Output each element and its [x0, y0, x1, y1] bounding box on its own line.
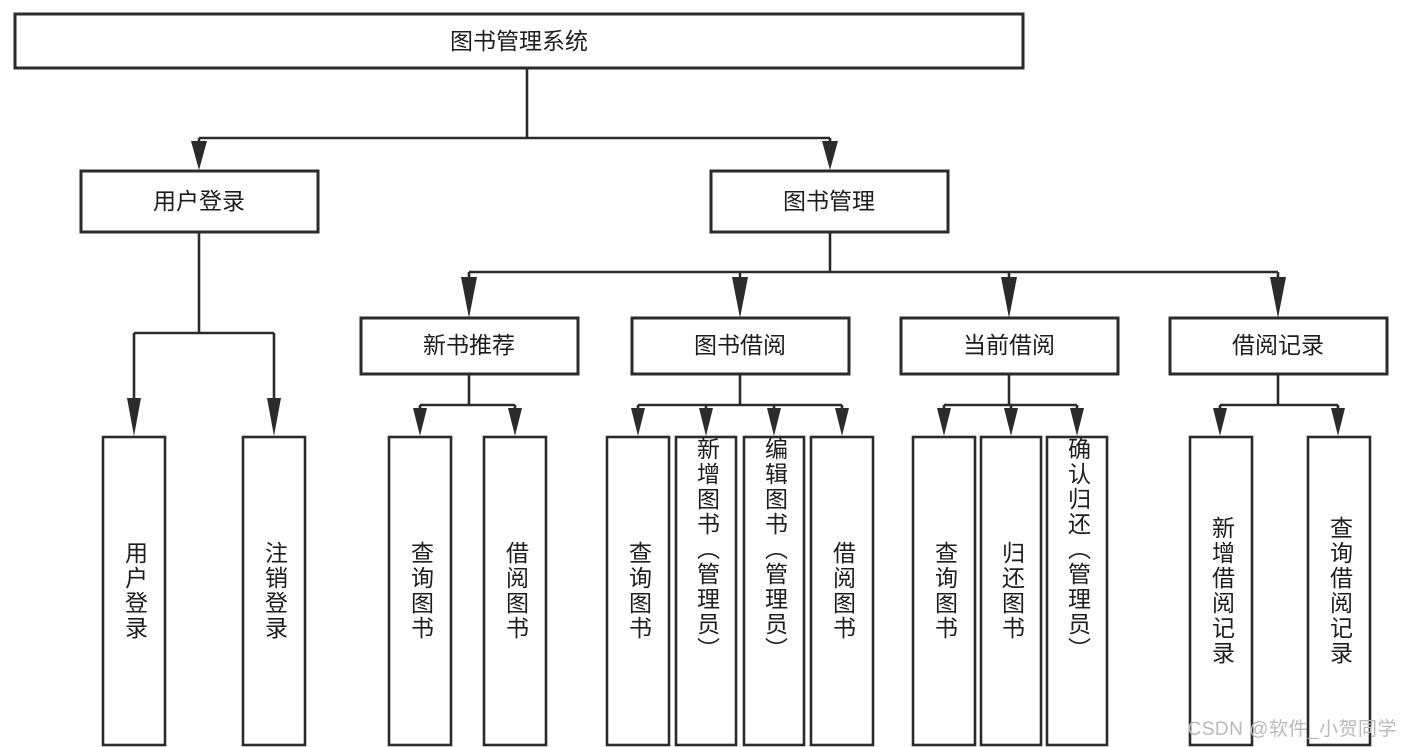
node-book-borrow[interactable] — [630, 316, 851, 376]
leaf-box-cb-return-book[interactable] — [979, 435, 1043, 747]
arrowhead-bookborrow-leaf2 — [699, 408, 713, 436]
watermark-text: CSDN @软件_小贺同学 — [1187, 719, 1397, 740]
leaf-box-bb-add-book[interactable] — [674, 435, 738, 747]
arrowhead-new-book — [461, 277, 477, 318]
node-current-borrow-label: 当前借阅 — [963, 332, 1055, 358]
node-root-label: 图书管理系统 — [450, 28, 588, 54]
leaf-box-bb-query-book[interactable] — [605, 435, 671, 747]
arrowhead-borrowrecord-leaf2 — [1331, 408, 1345, 436]
leaf-box-br-query-record[interactable] — [1306, 435, 1372, 747]
arrowhead-currentborrow-leaf3 — [1070, 408, 1084, 436]
arrowhead-borrow-record — [1270, 277, 1286, 318]
node-book-manage[interactable] — [709, 169, 950, 234]
arrowhead-leaf-logout — [267, 398, 281, 436]
arrowhead-bookborrow-leaf1 — [631, 408, 645, 436]
node-new-book-recommend-label: 新书推荐 — [423, 332, 515, 358]
arrowhead-user-login — [191, 141, 207, 170]
leaf-box-cb-confirm-return[interactable] — [1045, 435, 1109, 747]
arrowhead-currentborrow-leaf1 — [937, 408, 951, 436]
arrowhead-book-borrow — [732, 277, 748, 318]
leaf-box-bb-borrow-book[interactable] — [809, 435, 875, 747]
node-user-login-label: 用户登录 — [153, 188, 245, 214]
leaf-box-nb-query-book[interactable] — [387, 435, 453, 747]
leaf-box-br-add-record[interactable] — [1188, 435, 1254, 747]
node-book-borrow-label: 图书借阅 — [694, 332, 786, 358]
node-borrow-record-label: 借阅记录 — [1232, 332, 1324, 358]
node-new-book-recommend[interactable] — [359, 316, 580, 376]
leaf-box-cb-query-book[interactable] — [911, 435, 977, 747]
node-borrow-record[interactable] — [1168, 316, 1389, 376]
arrowhead-bookborrow-leaf4 — [835, 408, 849, 436]
node-current-borrow[interactable] — [899, 316, 1120, 376]
leaf-box-user-login[interactable] — [101, 435, 167, 747]
arrowhead-currentborrow-leaf2 — [1004, 408, 1018, 436]
leaf-box-nb-borrow-book[interactable] — [482, 435, 548, 747]
leaf-box-bb-edit-book[interactable] — [742, 435, 806, 747]
leaf-box-logout[interactable] — [241, 435, 307, 747]
node-book-manage-label: 图书管理 — [783, 188, 875, 214]
arrowhead-current-borrow — [1001, 277, 1017, 318]
node-user-login[interactable] — [79, 169, 320, 234]
arrowhead-leaf-user-login — [127, 398, 141, 436]
arrowhead-book-manage — [822, 141, 838, 170]
arrowhead-newbook-leaf1 — [413, 408, 427, 436]
arrowhead-newbook-leaf2 — [508, 408, 522, 436]
node-root[interactable] — [13, 12, 1025, 70]
arrowhead-bookborrow-leaf3 — [767, 408, 781, 436]
arrowhead-borrowrecord-leaf1 — [1213, 408, 1227, 436]
